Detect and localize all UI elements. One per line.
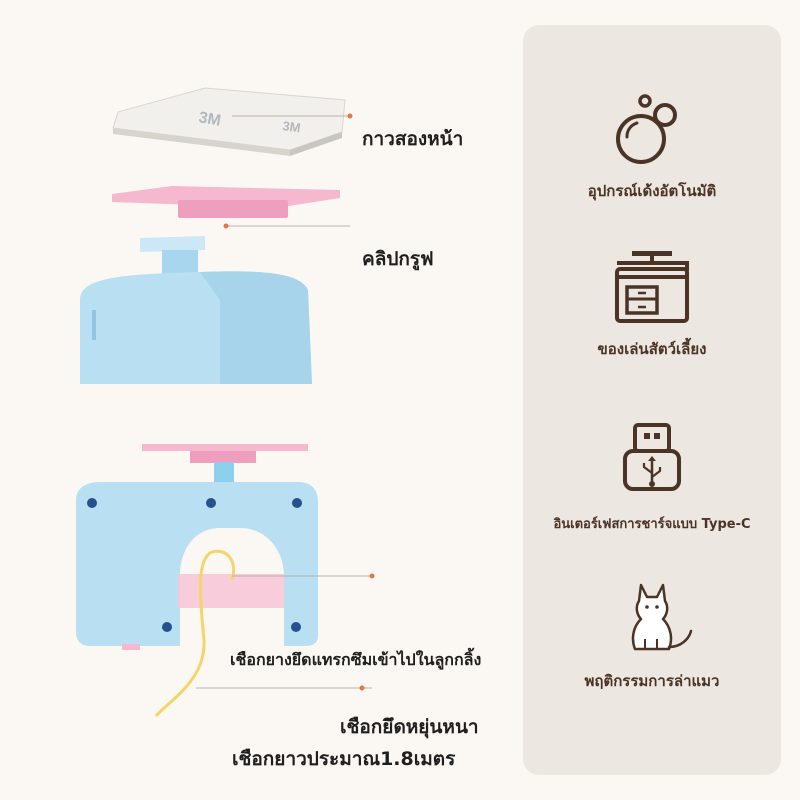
tape-label: กาวสองหน้า bbox=[362, 128, 464, 150]
usb-icon bbox=[623, 423, 681, 491]
callout-leaders bbox=[196, 115, 372, 689]
feature-usb-c: อินเตอร์เฟสการชาร์จแบบ Type-C bbox=[523, 421, 781, 534]
elastic-rope bbox=[154, 549, 235, 717]
blue-base-front bbox=[76, 482, 318, 650]
cat-icon bbox=[631, 583, 693, 651]
clip-label: คลิปกรูฟ bbox=[362, 248, 434, 270]
feature-pet-toy-label: ของเล่นสัตว์เลี้ยง bbox=[597, 340, 707, 358]
blue-base-top bbox=[80, 236, 312, 384]
adhesive-tape-pad: 3M 3M bbox=[112, 87, 346, 156]
svg-text:3M: 3M bbox=[282, 118, 302, 135]
desk-icon bbox=[615, 251, 689, 323]
feature-cat-hunting: พฤติกรรมการล่าแมว bbox=[523, 577, 781, 693]
rope-thick-label: เชือกยึดหยุ่นหนา bbox=[340, 716, 479, 738]
bubbles-icon bbox=[616, 94, 677, 164]
feature-usb-c-label: อินเตอร์เฟสการชาร์จแบบ Type-C bbox=[553, 517, 751, 532]
rope-length-label: เชือกยาวประมาณ1.8เมตร bbox=[232, 748, 456, 770]
pink-clip-top bbox=[112, 186, 340, 218]
feature-auto-bounce-label: อุปกรณ์เด้งอัตโนมัติ bbox=[587, 182, 717, 200]
features-panel: อุปกรณ์เด้งอัตโนมัติ ของเล่นสัตว์เลี้ยง bbox=[523, 25, 781, 775]
feature-cat-hunting-label: พฤติกรรมการล่าแมว bbox=[584, 672, 720, 690]
tape-logo-text: 3M bbox=[197, 109, 222, 130]
feature-pet-toy: ของเล่นสัตว์เลี้ยง bbox=[523, 247, 781, 361]
pink-clip-bottom bbox=[142, 444, 308, 488]
rope-clamp-label: เชือกยางยึดแทรกซึมเข้าไปในลูกกลิ้ง bbox=[230, 650, 482, 669]
feature-auto-bounce: อุปกรณ์เด้งอัตโนมัติ bbox=[523, 93, 781, 203]
product-illustration: 3M 3M bbox=[76, 87, 375, 717]
